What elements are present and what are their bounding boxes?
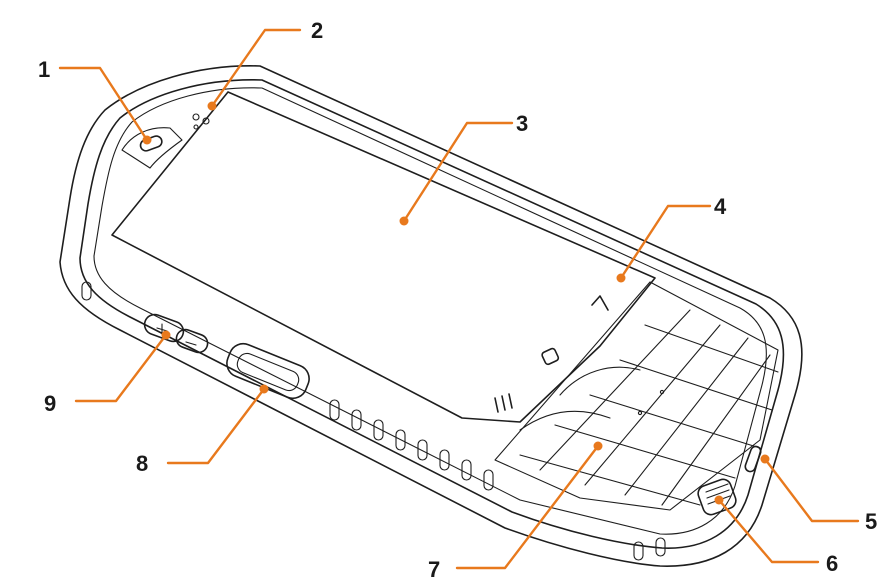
usb-port [744, 445, 762, 473]
callout-line-4 [619, 204, 712, 280]
callout-line-9 [74, 333, 168, 403]
callout-label-6: 6 [826, 551, 838, 576]
side-grip [81, 281, 666, 561]
callout-label-4: 4 [714, 194, 727, 219]
callout-dot-3 [399, 216, 409, 226]
callout-lines [58, 28, 860, 570]
sensor-icon [192, 113, 210, 130]
callout-line-7 [455, 444, 600, 570]
callout-label-2: 2 [311, 18, 323, 43]
callout-labels: 1 2 3 4 5 6 7 8 9 [38, 18, 877, 582]
callout-line-5 [763, 457, 860, 523]
callout-label-9: 9 [44, 391, 56, 416]
pogo-connector [697, 478, 737, 516]
callout-label-3: 3 [516, 111, 528, 136]
callout-line-8 [166, 387, 266, 465]
callout-line-2 [210, 28, 302, 108]
callout-dot-7 [593, 441, 603, 451]
device-body [59, 65, 803, 567]
callout-dot-1 [142, 135, 152, 145]
display-screen [111, 91, 656, 423]
volume-keys [143, 313, 209, 354]
callout-label-7: 7 [428, 557, 440, 582]
callout-dot-9 [161, 330, 171, 340]
callout-dot-5 [760, 454, 770, 464]
back-key-icon [591, 295, 609, 311]
receiver-icon [139, 135, 163, 152]
menu-key-icon [494, 393, 513, 413]
callout-line-3 [402, 121, 514, 223]
callout-label-1: 1 [38, 57, 50, 82]
callout-label-5: 5 [865, 509, 877, 534]
callout-dot-6 [714, 495, 724, 505]
callout-dot-2 [207, 101, 217, 111]
callout-dot-8 [259, 384, 269, 394]
callout-line-6 [717, 498, 820, 564]
callout-label-8: 8 [136, 451, 148, 476]
keypad [494, 281, 779, 511]
home-key-icon [541, 347, 560, 366]
callout-line-1 [58, 66, 149, 142]
callout-dot-4 [616, 273, 626, 283]
